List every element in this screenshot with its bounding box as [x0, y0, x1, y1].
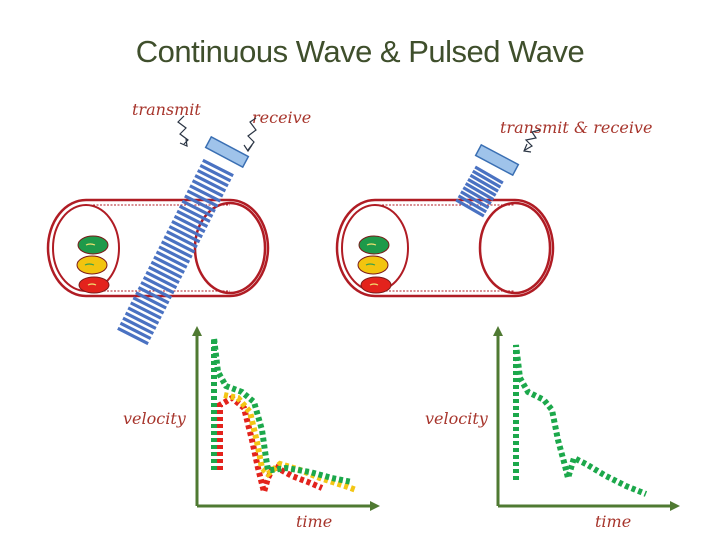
beam-stripe — [155, 250, 188, 269]
beam-stripe — [460, 190, 490, 210]
beam-stripe — [457, 194, 488, 214]
beam-stripe — [184, 194, 216, 213]
beam-stripe — [469, 173, 499, 193]
beam-stripe — [178, 204, 211, 223]
green-velocity-curve — [513, 344, 648, 497]
beam-stripe — [166, 230, 198, 249]
transmit-receive-label: transmit & receive — [500, 118, 653, 137]
yellow-cell-icon — [357, 255, 389, 275]
beam-stripe — [148, 265, 180, 285]
beam-stripe — [137, 286, 170, 305]
transceive-arrow-icon — [523, 129, 541, 153]
vessel-right — [335, 198, 555, 298]
beam-stripe — [129, 301, 162, 320]
transmit-arrow-icon — [177, 115, 189, 147]
ultrasound-beam-left — [117, 158, 234, 346]
beam-stripe — [173, 214, 206, 234]
beam-stripe — [202, 158, 234, 178]
beam-stripe — [160, 240, 193, 259]
yellow-cell-icon — [76, 255, 108, 275]
beam-stripe — [191, 179, 224, 198]
beam-stripe — [189, 184, 222, 203]
beam-stripe — [135, 291, 167, 310]
beam-stripe — [124, 311, 157, 330]
velocity-label-left: velocity — [123, 409, 186, 428]
beam-stripe — [171, 219, 203, 239]
beam-stripe — [153, 255, 185, 274]
beam-stripe — [196, 169, 229, 188]
beam-stripe — [158, 245, 191, 264]
beam-stripe — [194, 174, 227, 193]
beam-stripe — [462, 186, 492, 205]
beam-stripe — [186, 189, 219, 208]
time-label-right: time — [595, 512, 632, 531]
beam-stripe — [145, 270, 178, 290]
receive-arrow-icon — [243, 117, 257, 153]
beam-stripe — [117, 326, 149, 346]
velocity-label-right: velocity — [425, 409, 488, 428]
green-cell-icon — [77, 235, 109, 255]
beam-stripe — [119, 321, 152, 341]
beam-stripe — [176, 209, 209, 229]
beam-stripe — [127, 306, 160, 325]
beam-stripe — [140, 281, 173, 300]
ultrasound-pulse-right — [455, 165, 504, 218]
beam-stripe — [142, 275, 175, 295]
red-velocity-curve — [217, 394, 324, 504]
beam-stripe — [122, 316, 155, 335]
beam-stripe — [455, 198, 485, 218]
beam-stripe — [471, 169, 502, 189]
red-cell-icon — [78, 276, 110, 294]
beam-stripe — [199, 163, 232, 183]
beam-stripe — [464, 182, 495, 201]
beam-stripe — [474, 165, 504, 185]
probe-left — [204, 135, 250, 169]
graph-right — [493, 326, 680, 511]
beam-stripe — [150, 260, 183, 279]
slide-title: Continuous Wave & Pulsed Wave — [135, 34, 585, 69]
transmit-label: transmit — [132, 100, 201, 119]
green-velocity-curve — [211, 337, 353, 485]
time-label-left: time — [296, 512, 333, 531]
probe-right — [474, 143, 520, 177]
blood-cells-left — [76, 235, 110, 294]
beam-stripe — [181, 199, 214, 218]
receive-label: receive — [252, 108, 312, 127]
blood-cells-right — [357, 235, 392, 294]
beam-stripe — [132, 296, 165, 315]
red-cell-icon — [360, 276, 392, 294]
beam-stripe — [168, 225, 201, 244]
graph-left — [192, 326, 380, 511]
beam-stripe — [467, 178, 497, 197]
yellow-velocity-curve — [223, 392, 358, 493]
beam-stripe — [163, 235, 196, 254]
green-cell-icon — [358, 235, 390, 255]
